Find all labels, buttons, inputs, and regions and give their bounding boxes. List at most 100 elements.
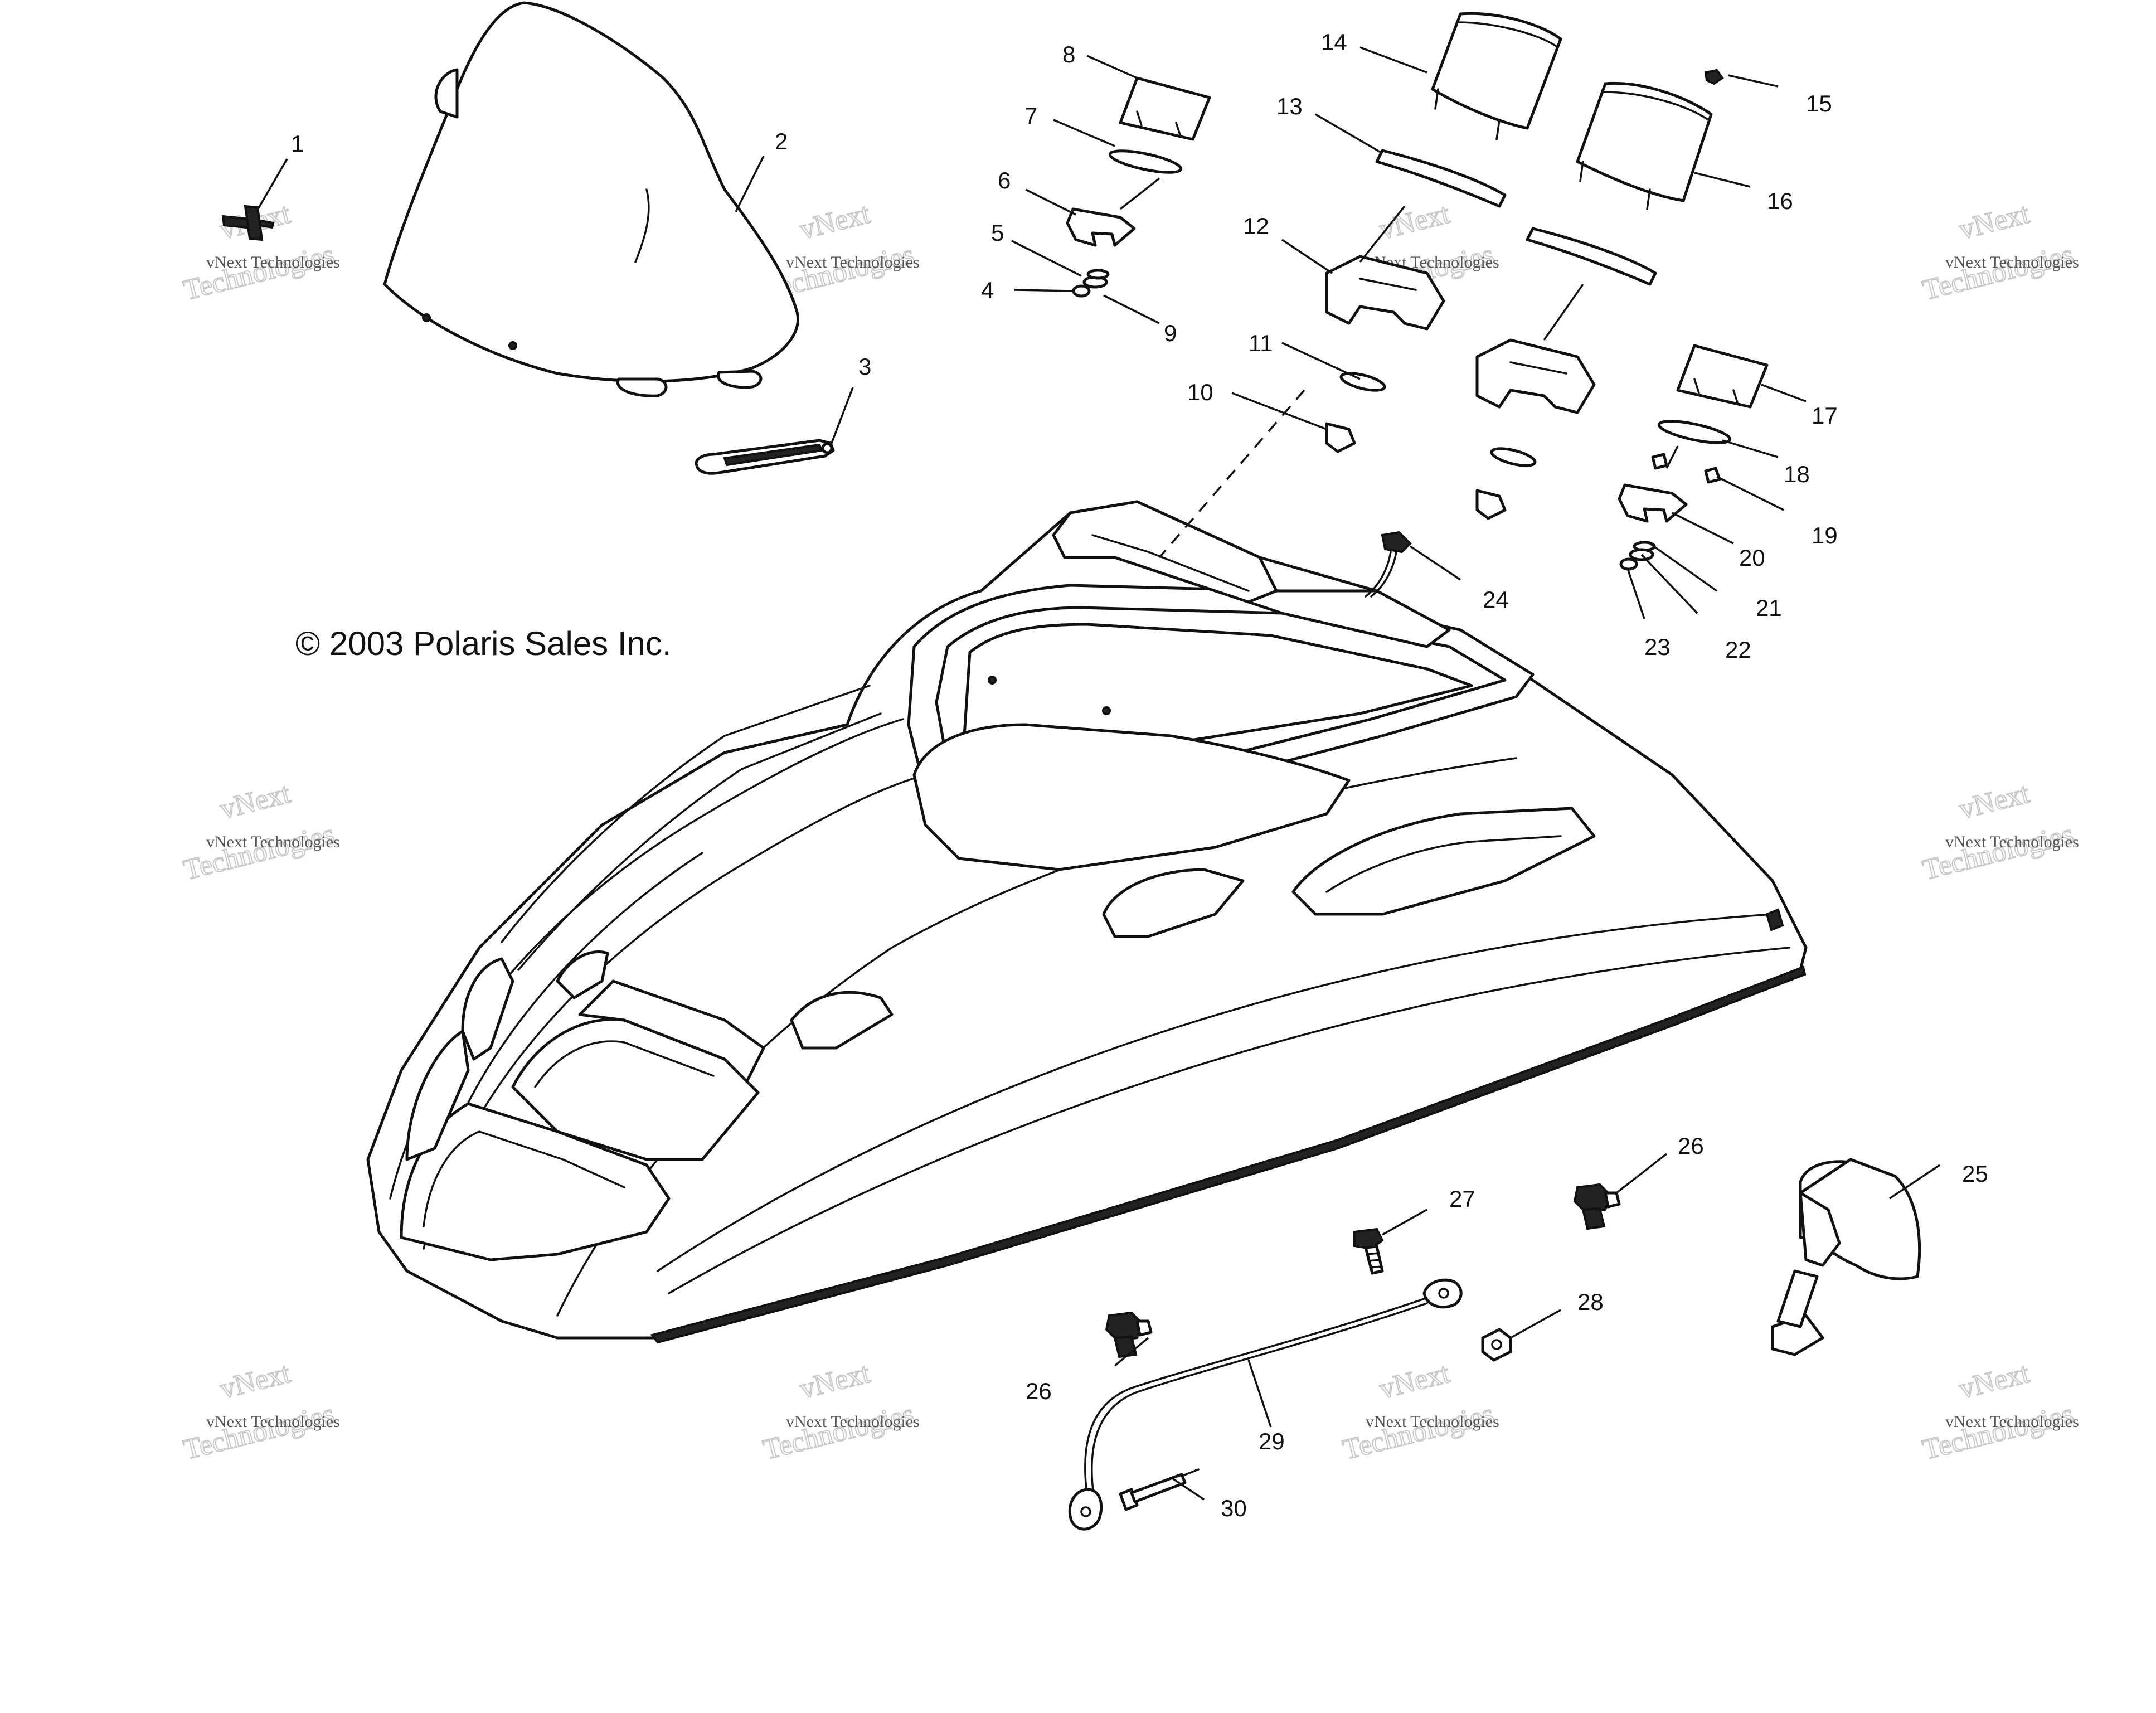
watermark: vNext Technologies (180, 777, 338, 887)
watermark: vNext Technologies (1339, 1357, 1498, 1467)
hood-fastener (1765, 908, 1784, 931)
watermark-caption: vNext Technologies (1945, 1413, 2079, 1431)
part-lens-large-2 (1526, 227, 1657, 286)
callout-21: 21 (1756, 595, 1782, 621)
watermark-caption: vNext Technologies (206, 1413, 340, 1431)
callout-26a: 26 (1678, 1133, 1704, 1159)
callout-8: 8 (1062, 41, 1075, 67)
assembly-dashed-line (1158, 389, 1305, 559)
watermark-caption: vNext Technologies (1366, 1413, 1499, 1431)
watermark-word: Technologies (760, 1398, 917, 1466)
watermark: vNext Technologies (180, 1357, 338, 1467)
part-nut-hex (1481, 1328, 1512, 1362)
callout-22: 22 (1725, 637, 1751, 663)
dash-screw-hole (988, 676, 997, 685)
watermark-caption: vNext Technologies (206, 833, 340, 851)
watermark-brand: vNext (797, 198, 873, 246)
dash-screw-hole (1102, 706, 1111, 715)
watermark: vNext Technologies (1919, 777, 2077, 887)
part-light-bulb (1651, 453, 1721, 484)
part-screw (1353, 1227, 1384, 1275)
callout-12: 12 (1243, 213, 1269, 239)
callout-6: 6 (998, 167, 1011, 193)
part-push-rivet (221, 205, 275, 241)
watermark-word: Technologies (1340, 1398, 1497, 1466)
hood-side-vent (405, 1030, 470, 1161)
hood-skirt-edge (650, 965, 1807, 1344)
callout-24: 24 (1483, 586, 1509, 613)
callout-1: 1 (291, 130, 304, 157)
console-tower-side (1247, 589, 1451, 648)
part-nut-small (1072, 284, 1091, 298)
callout-numbers: 1 2 3 4 5 6 7 8 9 10 11 12 13 14 15 16 1… (291, 29, 1988, 1521)
part-connector (1365, 531, 1412, 598)
part-lens-small (1108, 149, 1183, 174)
right-scoop-inner (1325, 835, 1562, 893)
watermark-brand: vNext (1376, 198, 1453, 246)
part-gauge-small (1119, 76, 1211, 141)
callout-18: 18 (1784, 461, 1810, 487)
watermark-caption: vNext Technologies (786, 1413, 920, 1431)
part-mirror (1771, 1158, 1921, 1356)
callout-2: 2 (775, 128, 788, 154)
right-scoop (1291, 807, 1596, 916)
watermark: vNext Technologies (1919, 197, 2077, 307)
callout-20: 20 (1739, 545, 1765, 571)
watermark-brand: vNext (1376, 1357, 1453, 1405)
part-gauge-large (1431, 12, 1562, 140)
callout-28: 28 (1577, 1289, 1604, 1315)
hood-assembly (366, 500, 1808, 1344)
part-gauge-small-2 (1676, 344, 1769, 409)
center-scoop (1102, 868, 1245, 938)
part-seal-ring-2 (1490, 447, 1537, 467)
copyright-text: © 2003 Polaris Sales Inc. (295, 625, 672, 662)
callout-5: 5 (991, 220, 1004, 246)
console-tower-line (1091, 534, 1250, 592)
hood-rail (517, 712, 882, 971)
watermark-brand: vNext (797, 1357, 873, 1405)
windshield-cavity (912, 723, 1351, 871)
part-bezel-small-2 (1618, 483, 1688, 523)
hood-rail (501, 685, 871, 943)
part-nut-small-2 (1619, 557, 1638, 571)
part-tether-cable (1068, 1278, 1463, 1531)
callout-15: 15 (1806, 90, 1832, 117)
watermark-caption: vNext Technologies (206, 253, 340, 271)
part-lens-small-2 (1657, 420, 1732, 444)
watermark-caption: vNext Technologies (1945, 253, 2079, 271)
callout-4: 4 (981, 277, 994, 303)
watermark-word: Technologies (1920, 239, 2077, 307)
callout-9: 9 (1164, 320, 1177, 346)
part-screw-small (1704, 69, 1724, 85)
watermark-brand: vNext (217, 1357, 294, 1405)
hood-fender-line (456, 852, 703, 1127)
part-clip-fastener (1105, 1311, 1153, 1358)
hood-front-scoop-inner (534, 1040, 715, 1088)
watermark-brand: vNext (1956, 1357, 2033, 1405)
watermark-word: Technologies (181, 818, 338, 886)
part-clip-fastener (1573, 1183, 1621, 1230)
hood-side-scoop (578, 979, 765, 1083)
part-rivet-pin (1119, 1468, 1200, 1511)
watermark-word: Technologies (1920, 1398, 2077, 1466)
part-nut-2 (1475, 489, 1507, 520)
watermark-brand: vNext (217, 778, 294, 826)
hood-nose-intake-inner (423, 1130, 625, 1227)
callout-30: 30 (1221, 1495, 1247, 1521)
callout-27: 27 (1449, 1186, 1475, 1212)
callout-10: 10 (1187, 379, 1213, 405)
watermark-brand: vNext (1956, 778, 2033, 826)
part-gauge-large-2 (1576, 81, 1713, 210)
callout-19: 19 (1812, 522, 1838, 549)
part-seal-ring (1339, 372, 1386, 392)
part-strap (695, 439, 835, 475)
part-nut (1325, 422, 1356, 453)
callout-23: 23 (1644, 634, 1671, 660)
callout-13: 13 (1276, 93, 1303, 119)
watermark-brand: vNext (1956, 198, 2033, 246)
callout-14: 14 (1321, 29, 1347, 55)
hood-inner-scoop (790, 991, 894, 1050)
watermark-word: Technologies (181, 239, 338, 307)
hood-front-scoop (511, 1018, 760, 1161)
